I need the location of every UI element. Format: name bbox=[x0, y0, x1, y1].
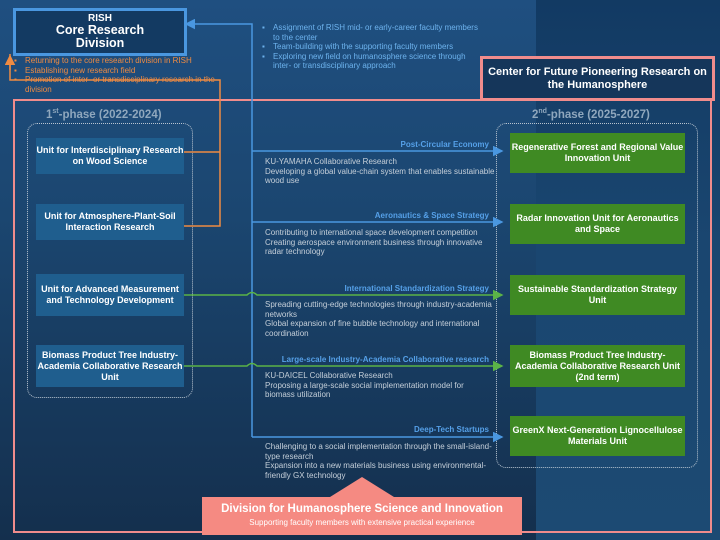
center-title-box: Center for Future Pioneering Research on… bbox=[480, 56, 715, 101]
description-line: Developing a global value-chain system t… bbox=[265, 166, 495, 186]
left-unit-atmosphere: Unit for Atmosphere-Plant-Soil Interacti… bbox=[36, 204, 184, 240]
description-line: Expansion into a new materials business … bbox=[265, 461, 487, 480]
description-post-circular: KU-YAMAHA Collaborative Research Develop… bbox=[265, 157, 495, 186]
rish-core-research-division-box: RISH Core Research Division bbox=[13, 8, 187, 56]
right-unit-greenx: GreenX Next-Generation Lignocellulose Ma… bbox=[510, 416, 685, 456]
phase2-title: 2nd-phase (2025-2027) bbox=[532, 108, 650, 121]
description-deep-tech: Challenging to a social implementation t… bbox=[265, 442, 495, 480]
rish-label: RISH bbox=[88, 13, 112, 24]
division-box: Division for Humanosphere Science and In… bbox=[202, 497, 522, 535]
strategy-industry-academia: Large-scale Industry-Academia Collaborat… bbox=[281, 355, 489, 364]
center-bullet-list: Assignment of RISH mid- or early-career … bbox=[262, 23, 482, 71]
right-unit-label: GreenX Next-Generation Lignocellulose Ma… bbox=[512, 425, 683, 446]
description-line: Spreading cutting-edge technologies thro… bbox=[265, 300, 492, 319]
division-subtitle: Supporting faculty members with extensiv… bbox=[249, 518, 475, 527]
left-unit-label: Biomass Product Tree Industry-Academia C… bbox=[37, 349, 183, 382]
center-bullet: Team-building with the supporting facult… bbox=[262, 42, 482, 52]
right-unit-standardization: Sustainable Standardization Strategy Uni… bbox=[510, 275, 685, 315]
arrow-industry-academia bbox=[184, 360, 504, 372]
phase1-sup: st bbox=[52, 108, 59, 115]
left-unit-label: Unit for Advanced Measurement and Techno… bbox=[41, 284, 179, 305]
description-line: Contributing to international space deve… bbox=[265, 228, 478, 237]
right-unit-regenerative-forest: Regenerative Forest and Regional Value I… bbox=[510, 133, 685, 173]
description-line: Challenging to a social implementation t… bbox=[265, 442, 492, 461]
phase1-title: 1st-phase (2022-2024) bbox=[46, 108, 162, 121]
right-unit-radar: Radar Innovation Unit for Aeronautics an… bbox=[510, 204, 685, 244]
right-unit-label: Radar Innovation Unit for Aeronautics an… bbox=[516, 213, 679, 234]
rish-title-line1: Core Research bbox=[55, 23, 145, 37]
rish-title-line2: Division bbox=[75, 36, 125, 50]
phase1-ordinal: 1 bbox=[46, 108, 53, 121]
description-line: Proposing a large-scale social implement… bbox=[265, 380, 464, 400]
left-unit-label: Unit for Interdisciplinary Research on W… bbox=[36, 145, 184, 166]
center-bullet: Exploring new field on humanosphere scie… bbox=[262, 52, 482, 71]
phase2-sup: nd bbox=[538, 108, 547, 115]
description-standardization: Spreading cutting-edge technologies thro… bbox=[265, 300, 495, 338]
strategy-deep-tech: Deep-Tech Startups bbox=[414, 425, 489, 434]
description-line: KU-YAMAHA Collaborative Research bbox=[265, 157, 397, 166]
rish-bullet: Establishing new research field bbox=[14, 66, 224, 76]
right-unit-label: Biomass Product Tree Industry-Academia C… bbox=[514, 349, 681, 382]
phase1-group bbox=[27, 123, 193, 398]
phase2-rest: -phase (2025-2027) bbox=[546, 108, 650, 121]
rish-bullet: Returning to the core research division … bbox=[14, 56, 224, 66]
center-title: Center for Future Pioneering Research on… bbox=[488, 65, 707, 91]
right-unit-label: Sustainable Standardization Strategy Uni… bbox=[517, 284, 678, 305]
phase1-rest: -phase (2022-2024) bbox=[58, 108, 162, 121]
strategy-standardization: International Standardization Strategy bbox=[344, 284, 489, 293]
return-spine-line bbox=[184, 18, 253, 437]
strategy-post-circular: Post-Circular Economy bbox=[400, 140, 489, 149]
description-industry-academia: KU-DAICEL Collaborative Research Proposi… bbox=[265, 371, 495, 400]
division-title: Division for Humanosphere Science and In… bbox=[221, 503, 503, 515]
division-up-arrow bbox=[330, 477, 394, 497]
right-unit-biomass-2nd: Biomass Product Tree Industry-Academia C… bbox=[510, 345, 685, 387]
description-line: Creating aerospace environment business … bbox=[265, 237, 483, 257]
right-unit-label: Regenerative Forest and Regional Value I… bbox=[511, 142, 684, 163]
phase2-ordinal: 2 bbox=[532, 108, 539, 121]
description-line: Global expansion of fine bubble technolo… bbox=[265, 319, 480, 338]
arrow-standardization bbox=[184, 289, 504, 301]
left-unit-biomass: Biomass Product Tree Industry-Academia C… bbox=[36, 345, 184, 387]
left-unit-label: Unit for Atmosphere-Plant-Soil Interacti… bbox=[44, 211, 176, 232]
left-unit-measurement: Unit for Advanced Measurement and Techno… bbox=[36, 274, 184, 316]
left-unit-wood-science: Unit for Interdisciplinary Research on W… bbox=[36, 138, 184, 174]
center-bullet: Assignment of RISH mid- or early-career … bbox=[262, 23, 482, 42]
description-line: KU-DAICEL Collaborative Research bbox=[265, 371, 393, 380]
description-aeronautics: Contributing to international space deve… bbox=[265, 228, 495, 257]
strategy-aeronautics: Aeronautics & Space Strategy bbox=[374, 211, 489, 220]
